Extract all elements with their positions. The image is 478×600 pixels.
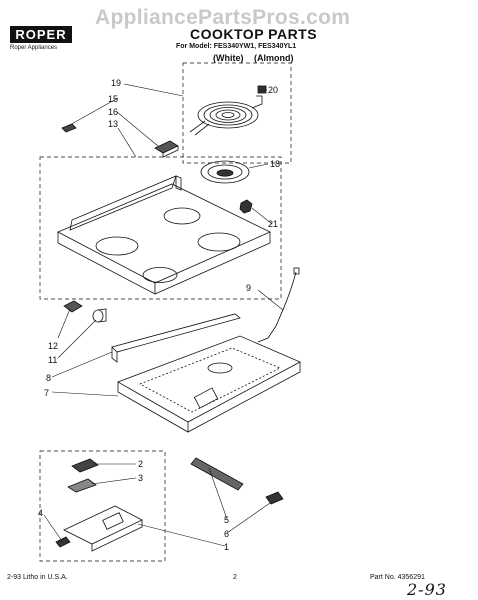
callout-7: 7 — [44, 388, 49, 398]
callout-3: 3 — [138, 473, 143, 483]
spacer — [92, 308, 107, 323]
callout-12: 12 — [48, 341, 58, 351]
callout-5: 5 — [224, 515, 229, 525]
callout-15: 15 — [108, 94, 118, 104]
callout-19: 19 — [111, 78, 121, 88]
control-components — [55, 457, 284, 552]
brand-subtitle: Roper Appliances — [10, 45, 58, 51]
color-variants: (White) (Almond) — [213, 53, 294, 63]
callout-21: 21 — [268, 219, 278, 229]
callout-2: 2 — [138, 459, 143, 469]
callout-lines — [43, 83, 284, 547]
part-number: Part No. 4356291 — [370, 574, 425, 581]
drip-bowl — [200, 160, 250, 184]
callout-numbers: 19 20 15 16 13 18 21 9 12 11 8 7 2 3 4 5… — [38, 78, 280, 552]
brand-wordmark: ROPER — [10, 26, 72, 43]
bowl-support — [239, 199, 253, 214]
callout-6: 6 — [224, 529, 229, 539]
group-boxes — [39, 62, 292, 562]
cooktop-panel — [57, 175, 271, 295]
wire-harness — [257, 271, 297, 343]
callout-20: 20 — [268, 85, 278, 95]
page-number: 2 — [233, 574, 237, 581]
handwritten-note: 2-93 — [407, 580, 447, 599]
element-group-box — [182, 62, 292, 164]
front-trim — [111, 313, 241, 363]
roper-logo: ROPER Roper Appliances — [10, 26, 72, 51]
page-title: COOKTOP PARTS — [190, 26, 318, 42]
callout-18: 18 — [270, 159, 280, 169]
model-numbers: For Model: FES340YW1, FES340YL1 — [176, 43, 297, 50]
callout-4: 4 — [38, 508, 43, 518]
callout-9: 9 — [246, 283, 251, 293]
watermark: AppliancePartsPros.com — [95, 6, 351, 29]
callout-11: 11 — [48, 355, 57, 365]
surface-element — [189, 95, 263, 136]
element-clip — [257, 85, 267, 94]
control-group-box — [39, 450, 166, 562]
callout-1: 1 — [224, 542, 229, 552]
cooktop-group-box — [39, 156, 282, 300]
wire-connector — [293, 267, 300, 275]
bottom-panel — [117, 335, 301, 433]
hinge-bracket — [63, 300, 83, 313]
element-receptacle — [154, 140, 179, 158]
footer-litho: 2-93 Litho in U.S.A. — [7, 574, 68, 581]
callout-13: 13 — [108, 119, 118, 129]
callout-16: 16 — [108, 107, 118, 117]
callout-8: 8 — [46, 373, 51, 383]
